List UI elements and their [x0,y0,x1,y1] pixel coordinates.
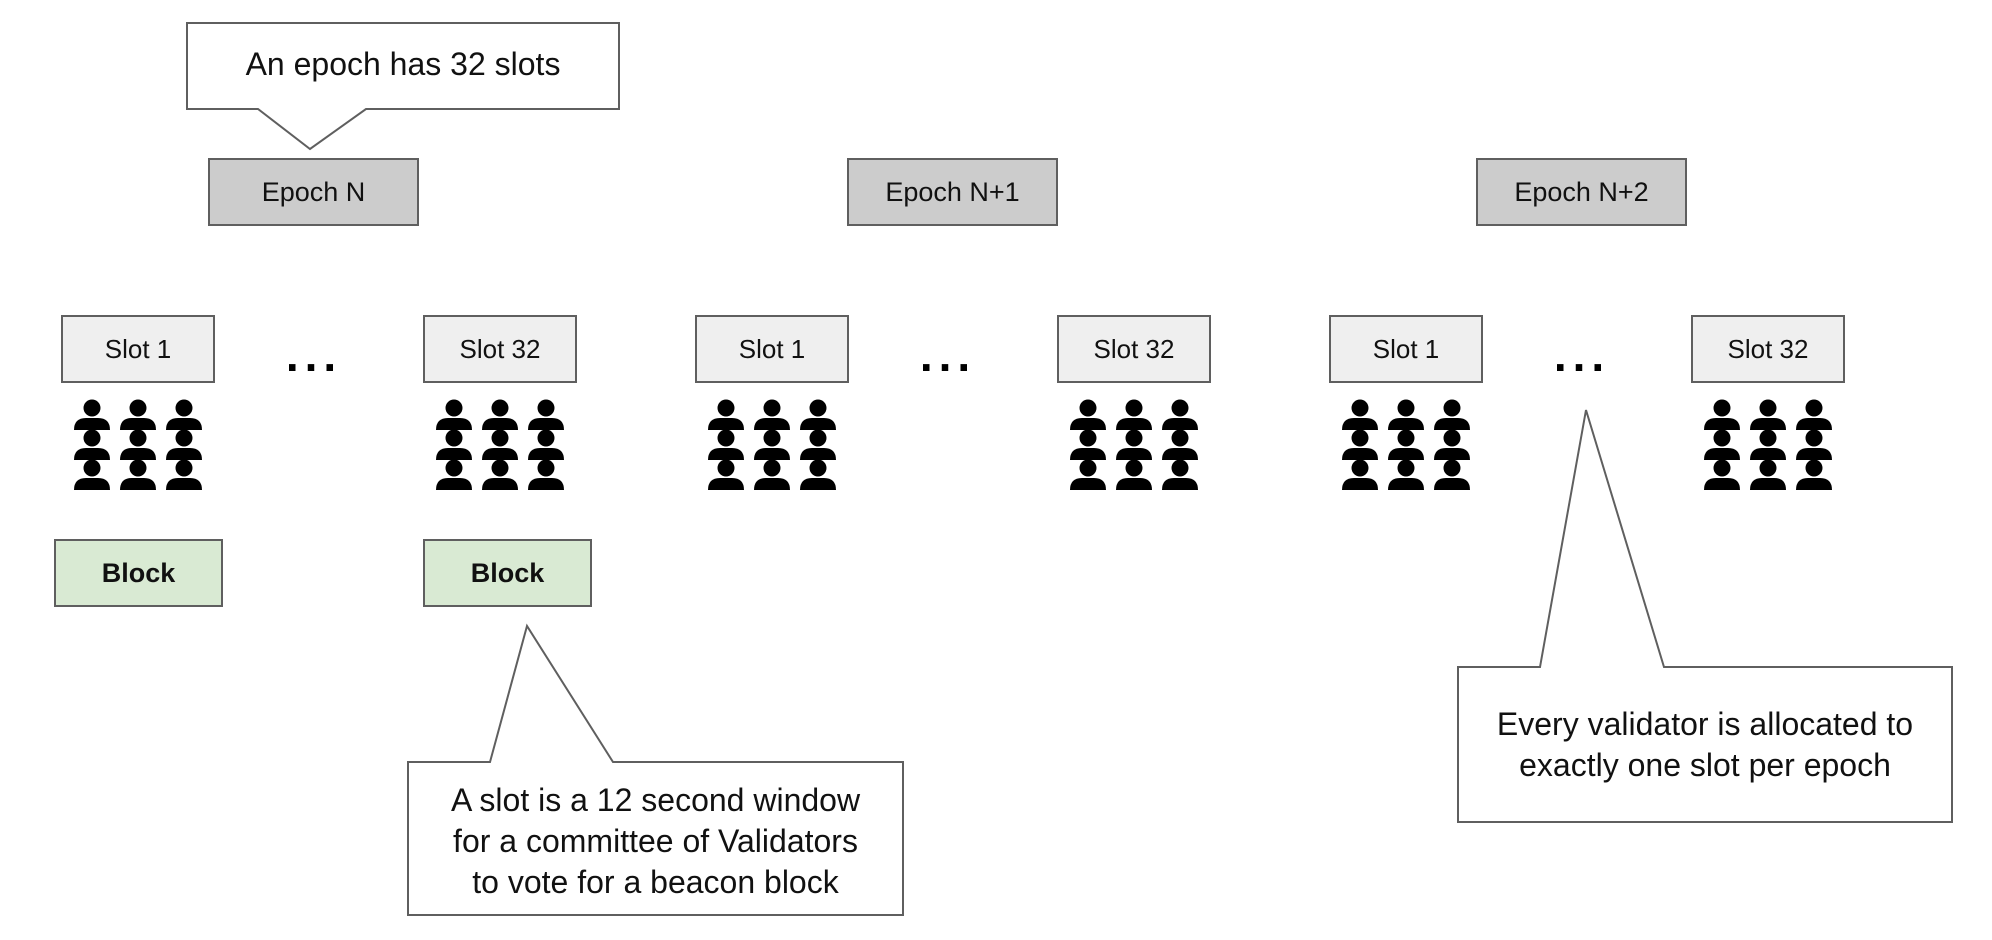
epoch-n-box: Epoch N [208,158,419,226]
person-icon [528,399,564,430]
person-icon [1704,429,1740,460]
person-icon [1070,459,1106,490]
person-icon [1750,399,1786,430]
epoch-n-plus-2-box: Epoch N+2 [1476,158,1687,226]
person-icon [708,459,744,490]
validator-callout-shape [1457,409,1953,823]
person-icon [1342,459,1378,490]
epoch-n-plus-2-slot-32: Slot 32 [1691,315,1845,383]
person-icon [1388,429,1424,460]
slot-callout-shape [407,623,904,916]
person-icon [166,459,202,490]
epoch-n-plus-1-slot-1: Slot 1 [695,315,849,383]
person-icon [754,459,790,490]
epoch-n-plus-1-slot-32: Slot 32 [1057,315,1211,383]
epoch-n-ellipsis: ... [285,329,343,381]
person-icon [120,399,156,430]
person-icon [120,429,156,460]
person-icon [528,459,564,490]
person-icon [1162,399,1198,430]
person-icon [708,399,744,430]
person-icon [754,429,790,460]
person-icon [1434,399,1470,430]
validator-callout-line: exactly one slot per epoch [1519,747,1891,783]
person-icon [482,429,518,460]
person-icon [1116,429,1152,460]
person-icon [166,399,202,430]
person-icon [1750,459,1786,490]
person-icon [800,429,836,460]
person-icon [120,459,156,490]
epoch-n-plus-2-ellipsis: ... [1553,329,1611,381]
person-icon [482,459,518,490]
person-icon [1162,459,1198,490]
epoch-n-slot-1: Slot 1 [61,315,215,383]
epoch-n-plus-2-slot-1: Slot 1 [1329,315,1483,383]
epoch-n-slot-32-block: Block [423,539,592,607]
epoch-n-plus-1-ellipsis: ... [919,329,977,381]
person-icon [74,429,110,460]
person-icon [74,399,110,430]
person-icon [1116,399,1152,430]
epoch-n-plus-1-box: Epoch N+1 [847,158,1058,226]
person-icon [1342,399,1378,430]
person-icon [436,429,472,460]
person-icon [166,429,202,460]
person-icon [1750,429,1786,460]
person-icon [436,399,472,430]
person-icon [800,459,836,490]
validator-callout-text: Every validator is allocated to exactly … [1458,704,1952,786]
validator-callout-line: Every validator is allocated to [1496,706,1914,742]
person-icon [800,399,836,430]
person-icon [482,399,518,430]
epoch-n-slot-32: Slot 32 [423,315,577,383]
person-icon [1704,459,1740,490]
person-icon [436,459,472,490]
person-icon [1388,459,1424,490]
slot-callout-line: A slot is a 12 second window [450,782,861,818]
epoch-n-slot-1-block: Block [54,539,223,607]
person-icon [1796,459,1832,490]
person-icon [1796,399,1832,430]
epoch-callout-shape [186,22,620,151]
person-icon [528,429,564,460]
person-icon [1070,429,1106,460]
slot-callout-line: for a committee of Validators [453,823,858,859]
slot-callout-text: A slot is a 12 second window for a commi… [408,780,903,903]
person-icon [708,429,744,460]
person-icon [1162,429,1198,460]
person-icon [1342,429,1378,460]
person-icon [1434,429,1470,460]
person-icon [1704,399,1740,430]
person-icon [1796,429,1832,460]
person-icon [1434,459,1470,490]
slot-callout-line: to vote for a beacon block [472,864,839,900]
person-icon [754,399,790,430]
person-icon [1116,459,1152,490]
person-icon [1388,399,1424,430]
epoch-callout-text: An epoch has 32 slots [245,46,561,82]
person-icon [74,459,110,490]
person-icon [1070,399,1106,430]
